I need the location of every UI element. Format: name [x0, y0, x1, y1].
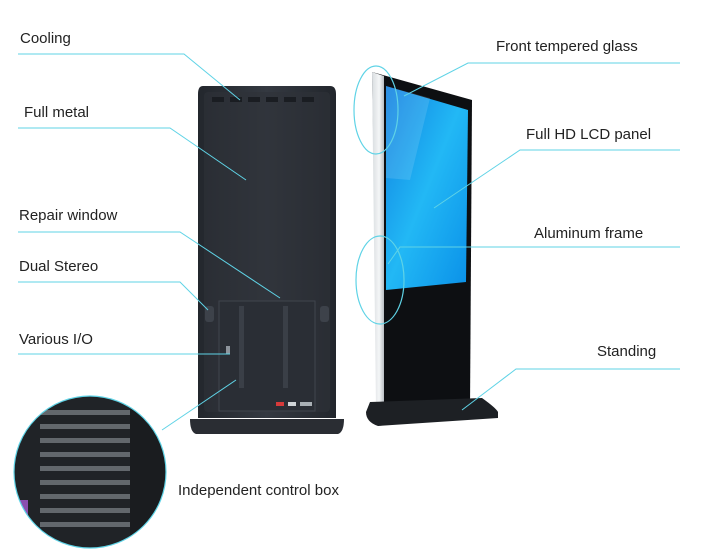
label-front-tempered-glass: Front tempered glass — [496, 38, 638, 55]
lock-icon — [226, 346, 230, 354]
speaker-left — [205, 306, 214, 322]
leader-lines — [18, 53, 680, 431]
rear-kiosk — [190, 86, 344, 434]
lcd-screen — [386, 86, 468, 290]
label-standing: Standing — [597, 343, 657, 360]
label-full-hd-lcd-panel: Full HD LCD panel — [526, 126, 652, 143]
label-dual-stereo: Dual Stereo — [19, 258, 99, 275]
frame-callout-circle — [355, 235, 405, 325]
io-ports — [276, 402, 312, 406]
label-full-metal: Full metal — [24, 104, 90, 121]
repair-window-panel — [218, 300, 316, 412]
control-box-zoom — [13, 395, 167, 549]
label-independent-control-box: Independent control box — [178, 482, 339, 499]
label-various-io: Various I/O — [19, 331, 93, 348]
speaker-right — [320, 306, 329, 322]
label-aluminum-frame: Aluminum frame — [534, 225, 644, 242]
label-repair-window: Repair window — [19, 207, 118, 224]
cooling-vents — [212, 97, 314, 102]
label-cooling: Cooling — [20, 30, 71, 47]
front-kiosk — [366, 72, 498, 426]
rear-base — [190, 419, 344, 434]
front-base — [366, 398, 498, 426]
aluminum-side-frame — [372, 72, 384, 410]
glass-callout-circle — [353, 65, 399, 155]
